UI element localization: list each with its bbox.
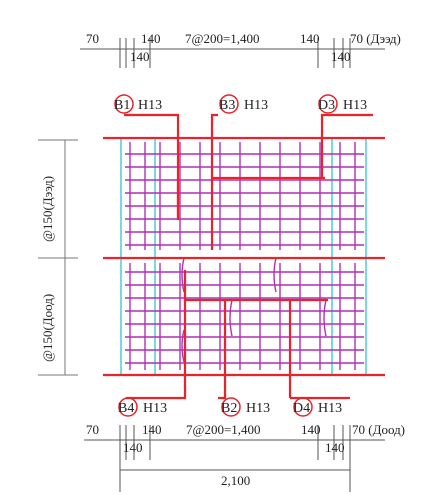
tag-circle [318,94,338,114]
side-dim-lower: @150(Доод) [40,294,55,362]
side-dimension-chain [38,139,78,376]
tag-circle [221,397,241,417]
top-dim-left-end: 70 [86,31,99,46]
tag-circle [293,397,313,417]
main-bars [103,113,385,400]
bottom-dim-middle: 7@200=1,400 [186,422,261,437]
tag-circle [118,397,138,417]
tag-circle [219,94,239,114]
bottom-dim-right-end: 70 (Доод) [352,422,405,437]
side-dim-upper: @150(Дээд) [40,176,55,242]
bar-tag-b3: B3 H13 [219,94,268,114]
tag-size: H13 [143,401,167,416]
top-dim-left-bay-lower: 140 [130,49,150,64]
tag-size: H13 [138,98,162,113]
bottom-dim-right-bay-lower: 140 [325,440,345,455]
bottom-dim-total: 2,100 [221,473,250,488]
tag-mark: B4 [118,401,134,416]
bottom-dim-left-end: 70 [86,422,99,437]
bottom-dim-left-bay-lower: 140 [123,440,143,455]
top-dim-middle: 7@200=1,400 [185,31,260,46]
tag-circle [114,94,134,114]
top-dim-right-bay: 140 [300,31,320,46]
tag-mark: D3 [318,98,335,113]
bar-tag-b4: B4 H13 [118,397,167,417]
tag-mark: B2 [221,401,237,416]
top-dimension-chain [80,38,385,68]
tag-size: H13 [246,401,270,416]
bottom-dim-left-bay: 140 [142,422,162,437]
bottom-dim-right-bay: 140 [301,422,321,437]
top-dim-left-bay: 140 [141,31,161,46]
tag-size: H13 [318,401,342,416]
tag-mark: B3 [219,98,235,113]
lower-mesh [125,263,364,370]
tag-size: H13 [244,98,268,113]
tag-mark: D4 [293,401,310,416]
bar-tag-d4: D4 H13 [293,397,342,417]
upper-mesh [125,142,364,250]
tag-mark: B1 [114,98,130,113]
tag-size: H13 [343,98,367,113]
bottom-dimension-chain [84,425,385,492]
bar-tag-d3: D3 H13 [318,94,367,114]
bar-tag-b2: B2 H13 [221,397,270,417]
bar-tag-b1: B1 H13 [114,94,162,114]
top-dim-right-end: 70 (Дээд) [350,31,401,46]
hook-bars [181,257,327,363]
top-dim-right-bay-lower: 140 [331,49,351,64]
